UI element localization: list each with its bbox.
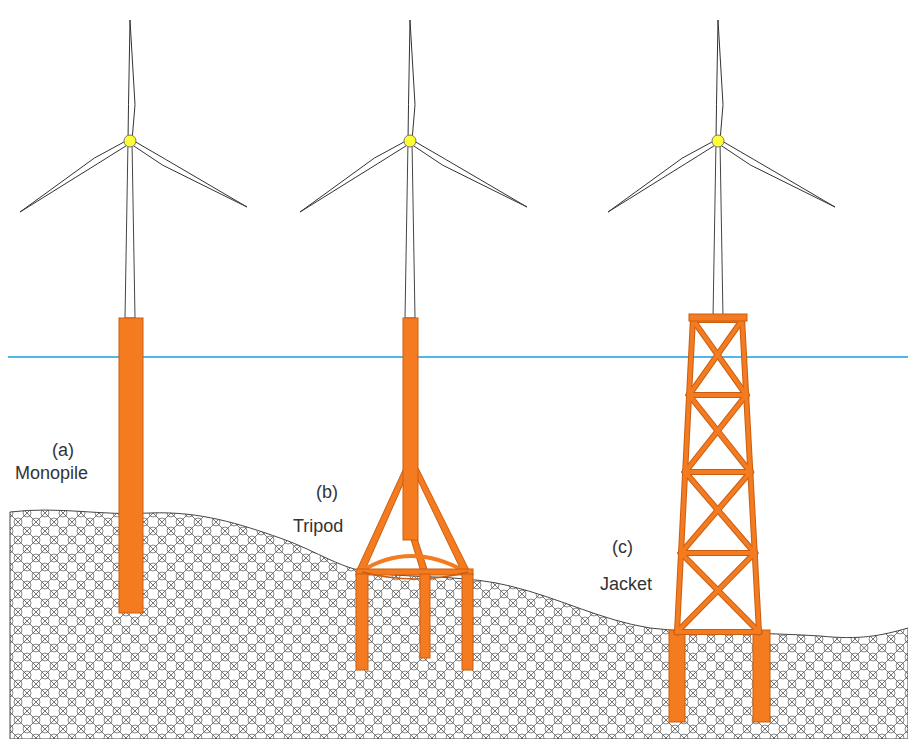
jacket-member	[693, 320, 746, 395]
jacket-member	[689, 392, 746, 398]
jacket-member	[685, 469, 750, 475]
jacket-platform	[689, 314, 747, 321]
jacket-member	[681, 551, 755, 555]
hub	[124, 135, 136, 147]
jacket-member	[677, 629, 759, 635]
jacket-member	[689, 393, 746, 397]
blade	[608, 139, 719, 212]
jacket	[669, 630, 770, 722]
callout-letter: (a)	[50, 440, 76, 461]
tower	[713, 141, 723, 318]
blade	[20, 139, 131, 212]
jacket-member	[685, 472, 755, 553]
jacket-member	[685, 395, 746, 472]
blade	[129, 139, 247, 207]
jacket-member	[677, 553, 755, 632]
jacket-member	[689, 320, 742, 395]
foundation-name: Jacket	[598, 574, 654, 595]
blade	[717, 139, 835, 207]
hub	[404, 135, 416, 147]
foundation-name: Tripod	[291, 516, 345, 537]
jacket-member	[677, 318, 693, 632]
callout-letter: (c)	[610, 537, 635, 558]
jacket-member	[681, 553, 759, 632]
blade	[300, 139, 411, 212]
jacket-member	[685, 470, 750, 474]
tower	[125, 141, 135, 318]
seabed	[10, 510, 908, 739]
monopile	[119, 318, 143, 613]
jacket-member	[677, 553, 755, 632]
blade	[128, 20, 135, 141]
callout-letter: (b)	[314, 482, 340, 503]
jacket-member	[677, 630, 759, 634]
foundation-name: Monopile	[13, 463, 90, 484]
jacket-member	[681, 550, 755, 556]
jacket-member	[742, 318, 759, 632]
jacket-member	[689, 395, 750, 472]
jacket-member	[685, 472, 755, 553]
jacket-member	[689, 320, 742, 395]
jacket-member	[689, 395, 750, 472]
blade	[716, 20, 723, 141]
hub	[712, 135, 724, 147]
jacket-member	[681, 472, 750, 553]
tower	[405, 141, 415, 318]
jacket-member	[693, 320, 746, 395]
tripod	[356, 318, 473, 670]
turbines	[20, 20, 835, 318]
blade	[409, 139, 527, 207]
blade	[408, 20, 415, 141]
jacket-frame	[677, 314, 759, 632]
jacket-member	[685, 395, 746, 472]
jacket-member	[681, 472, 750, 553]
